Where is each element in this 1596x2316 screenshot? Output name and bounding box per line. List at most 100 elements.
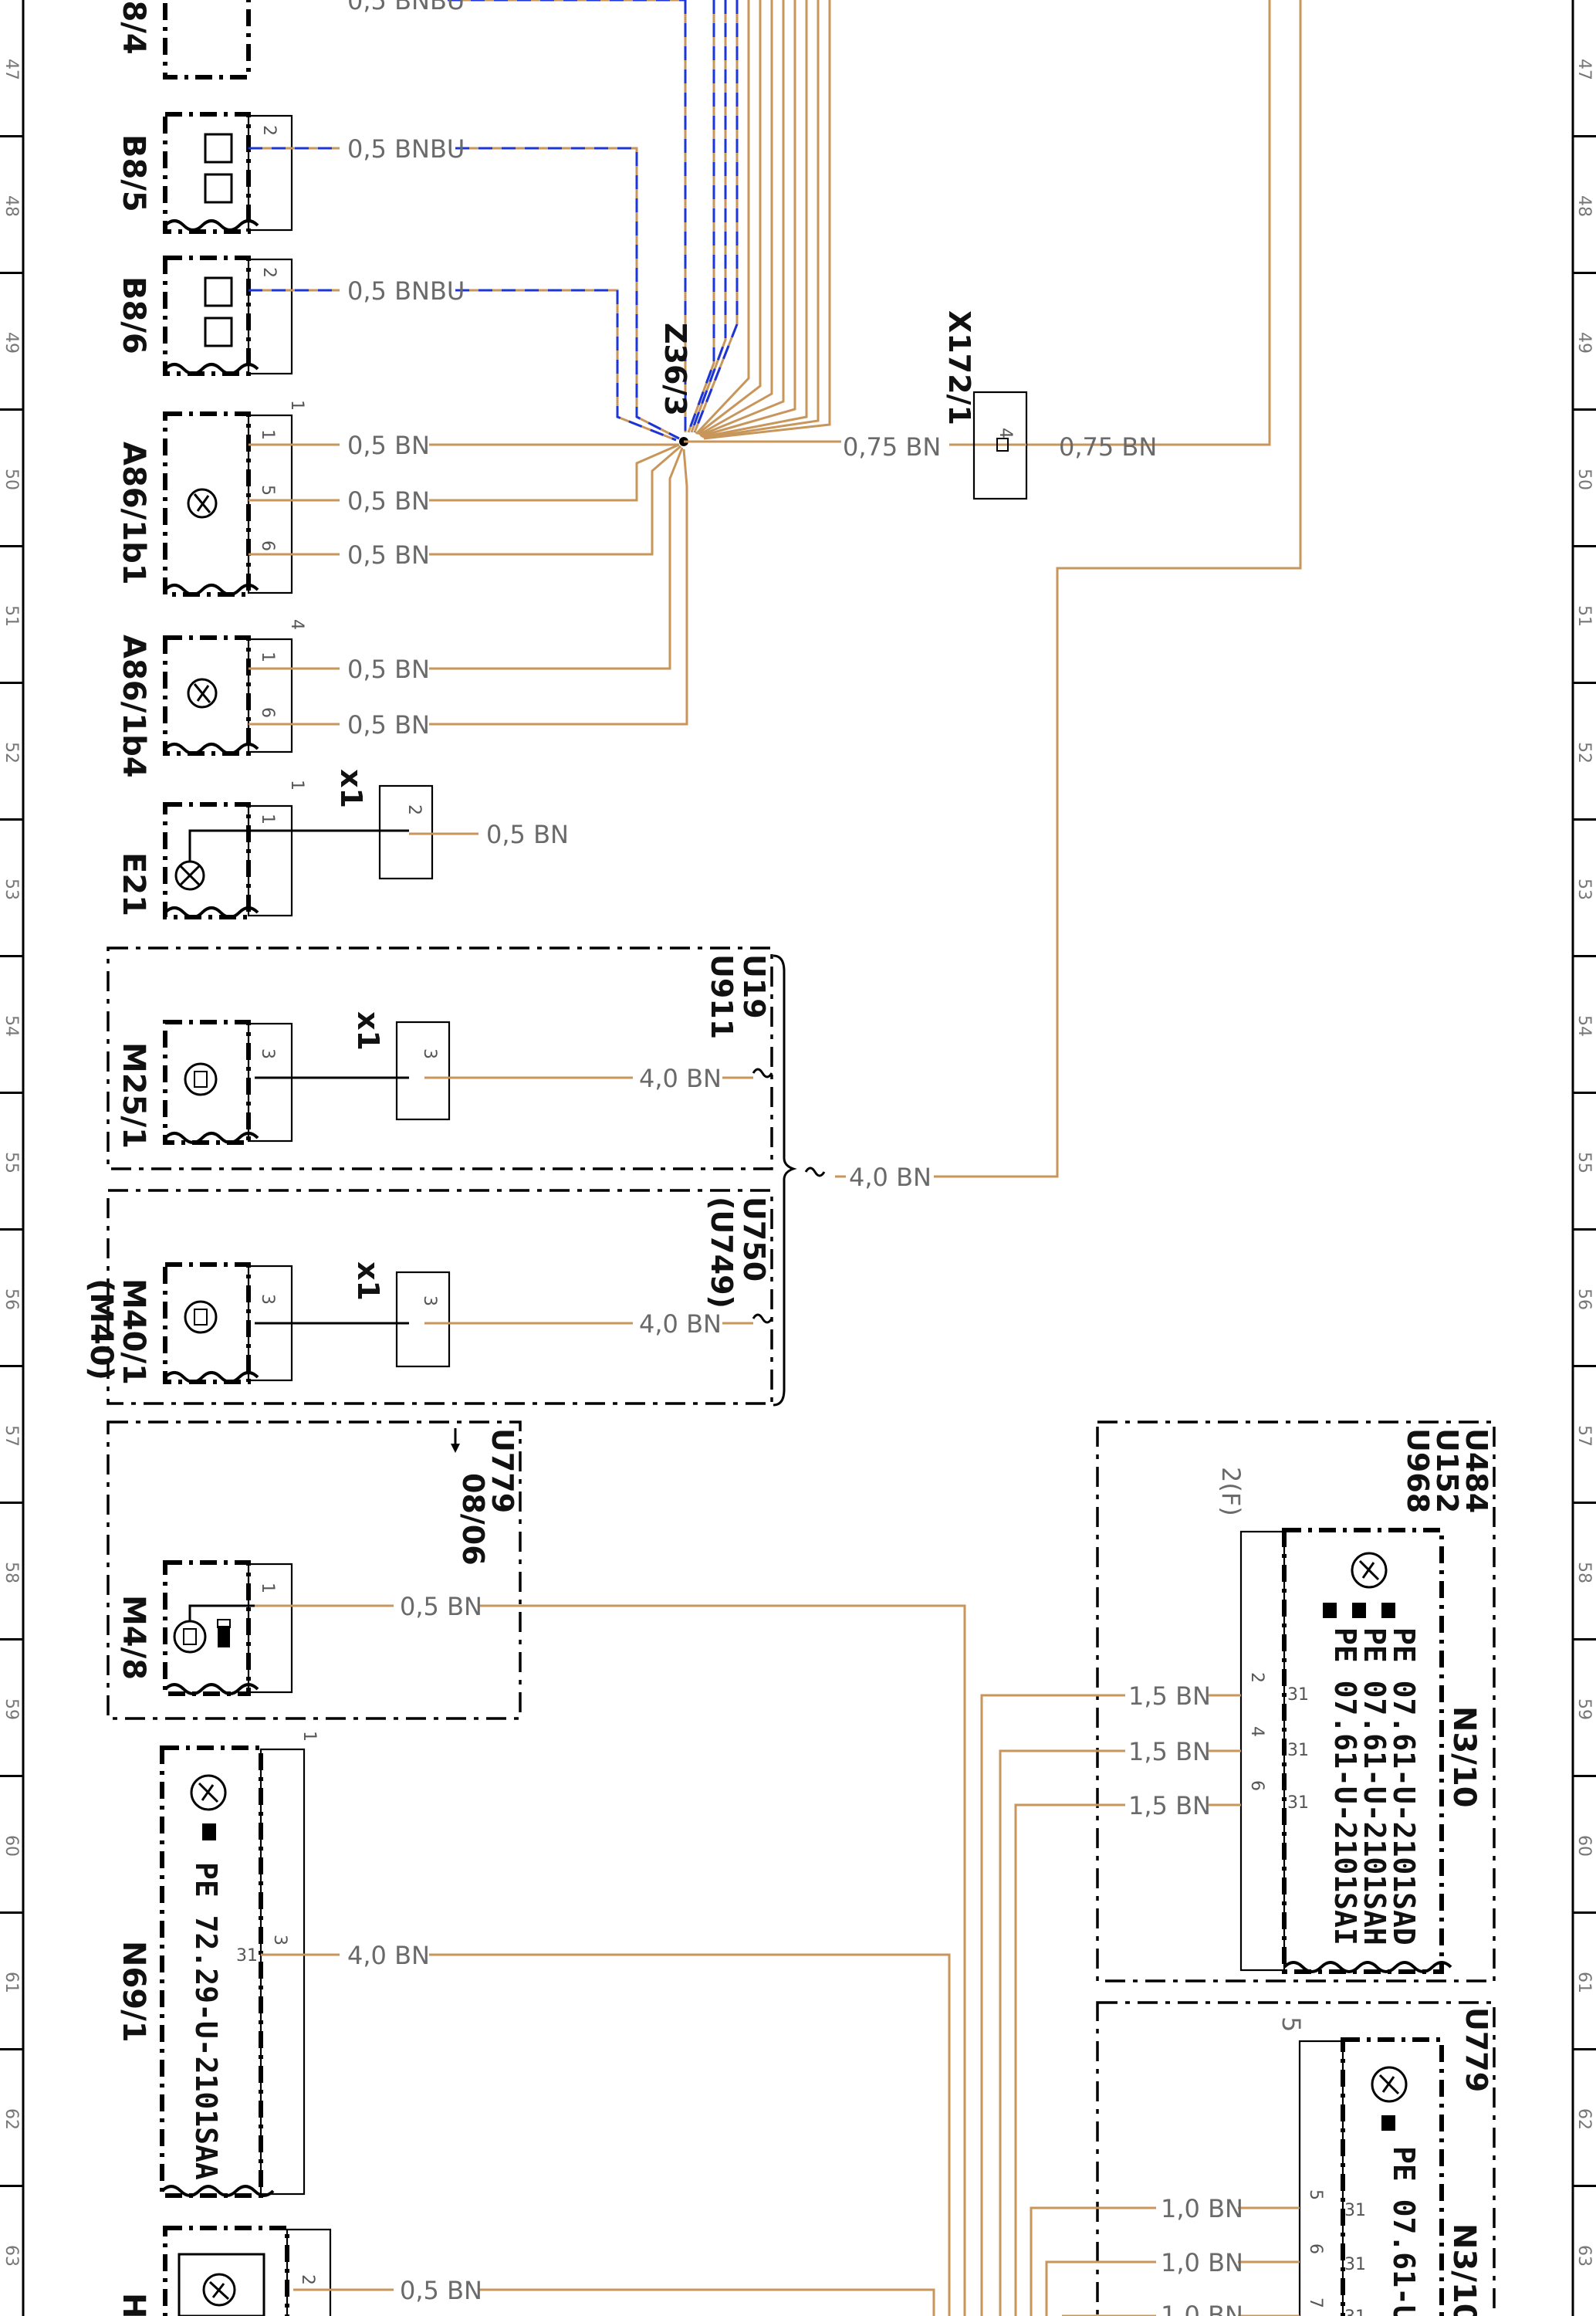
row-number: 63 <box>2 2245 21 2267</box>
x172-1-label: X172/1 <box>942 310 976 425</box>
group-u750: U750 (U749) <box>107 954 797 1407</box>
row-number: 48 <box>2 195 21 217</box>
group-u484-code-2: U152 <box>1430 1428 1464 1513</box>
a86-1b1-wire-3: 0,5 BN <box>347 540 430 570</box>
row-number: 57 <box>2 1425 21 1447</box>
n3-10-a-pin-4: 4 <box>1247 1726 1266 1737</box>
splice-out-wire-label: 0,75 BN <box>843 432 941 462</box>
row-number: 56 <box>1574 1288 1594 1310</box>
n3-10-b-pin-5: 5 <box>1306 2189 1325 2200</box>
group-u750-code-2: (U749) <box>705 1197 739 1309</box>
group-u779-code: U779 <box>485 1428 519 1513</box>
b8-6-pin: 2 <box>259 267 279 278</box>
b8-5-pin: 2 <box>259 125 279 136</box>
n69-1-wire-label: 4,0 BN <box>347 1941 430 1970</box>
h-pin: 2 <box>298 2274 317 2285</box>
trunk-wire <box>934 0 1302 1178</box>
merge-wire-label: 4,0 BN <box>849 1163 932 1192</box>
splice-bundle: 0,75 BN Z36/3 <box>429 0 1050 726</box>
splice-label: Z36/3 <box>658 323 692 416</box>
m40-1-label: M40/1 <box>116 1278 151 1385</box>
n3-10-b-pin-7: 7 <box>1306 2297 1325 2308</box>
a86-1b4-pin-6: 6 <box>258 707 277 718</box>
m40-1-label-alt: (M40) <box>83 1278 119 1380</box>
group-u750-code-1: U750 <box>737 1197 771 1282</box>
a86-1b1-label: A86/1b1 <box>116 442 151 585</box>
b8-5-component: 2 B8/5 0,5 BNBU <box>116 112 465 234</box>
a86-1b1-pin-5: 5 <box>258 485 277 496</box>
a86-1b1-component: 1 1 5 6 A86/1b1 0,5 BN 0,5 BN 0,5 BN <box>116 400 430 597</box>
row-number: 53 <box>2 879 21 900</box>
n69-1-component: 1 3 31 PE 72.29-U-2101SAA N69/1 4,0 BN <box>116 1731 951 2316</box>
n3-10-a-pin-2: 2 <box>1247 1672 1266 1683</box>
b8-6-component: 2 B8/6 0,5 BNBU <box>116 256 465 376</box>
group-u779-b: U779 <box>1096 2001 1496 2316</box>
h-label: H <box>116 2293 151 2316</box>
group-u484-code-3: U968 <box>1401 1428 1435 1513</box>
a86-1b1-pin-1: 1 <box>258 429 277 440</box>
b8-4-wire-label: 0,5 BNBU <box>347 0 465 15</box>
n69-1-part: PE 72.29-U-2101SAA <box>189 1862 223 2180</box>
n3-10-b-pin-6: 6 <box>1306 2243 1325 2254</box>
row-number: 63 <box>1574 2245 1594 2267</box>
b8-4-label: B8/4 <box>116 0 151 55</box>
n3-10-b-gnd-1: 31 <box>1344 2201 1366 2220</box>
row-number: 54 <box>1574 1015 1594 1037</box>
row-number: 48 <box>1574 195 1594 217</box>
m40-1-component: 3 M40/1 (M40) x1 3 4,0 BN <box>83 1261 773 1385</box>
n3-10-a-wire-3: 1,5 BN <box>1128 1791 1211 1820</box>
a86-1b1-ref: 1 <box>287 400 306 411</box>
m25-1-label: M25/1 <box>116 1042 151 1149</box>
row-number: 50 <box>2 469 21 490</box>
e21-ref: 1 <box>287 780 306 791</box>
row-number: 59 <box>2 1698 21 1720</box>
n3-10-b-part: PE 07.61-U <box>1387 2146 1421 2316</box>
n3-10-a-gnd-2: 31 <box>1287 1741 1309 1760</box>
m25-1-pin: 3 <box>258 1048 277 1059</box>
a86-1b4-wire-1: 0,5 BN <box>347 655 430 684</box>
n69-1-ref: 1 <box>299 1731 319 1742</box>
row-number: 50 <box>1574 469 1594 490</box>
merge-wire: 4,0 BN <box>804 1163 1057 1192</box>
row-number: 52 <box>1574 742 1594 764</box>
m4-8-label: M4/8 <box>116 1595 151 1680</box>
row-number: 55 <box>1574 1152 1594 1173</box>
b8-5-wire-label: 0,5 BNBU <box>347 134 465 164</box>
row-number: 55 <box>2 1152 21 1173</box>
n3-10-a-label: N3/10 <box>1446 1706 1482 1808</box>
m25-1-component: 3 M25/1 x1 3 4,0 BN <box>116 1011 773 1149</box>
a86-1b4-component: 4 1 6 A86/1b4 0,5 BN 0,5 BN <box>116 619 430 778</box>
m40-1-pin: 3 <box>258 1294 277 1305</box>
n3-10-a-gnd-1: 31 <box>1287 1685 1309 1705</box>
row-number: 51 <box>2 605 21 627</box>
m40-1-wire-label: 4,0 BN <box>639 1309 722 1339</box>
n3-10-b-wire-3: 1,0 BN <box>1161 2301 1243 2316</box>
x172-1-pin: 4 <box>996 428 1015 438</box>
row-number: 60 <box>2 1835 21 1857</box>
m40-1-connector-label: x1 <box>351 1261 385 1301</box>
n69-1-label: N69/1 <box>116 1941 151 2043</box>
row-number: 61 <box>1574 1972 1594 1993</box>
group-u779-b-code: U779 <box>1459 2007 1493 2092</box>
row-number: 51 <box>1574 605 1594 627</box>
a86-1b1-pin-6: 6 <box>258 540 277 551</box>
b8-6-wire-label: 0,5 BNBU <box>347 276 465 306</box>
n3-10-a-wire-2: 1,5 BN <box>1128 1737 1211 1766</box>
group-u19-code-2: U911 <box>705 954 739 1039</box>
row-number: 52 <box>2 742 21 764</box>
row-number: 56 <box>2 1288 21 1310</box>
row-number: 58 <box>1574 1562 1594 1583</box>
row-number: 62 <box>1574 2108 1594 2130</box>
n3-10-a-component: 2(F) PE 07.61-U-2101SAD PE 07.61-U-2101S… <box>980 1467 1482 2316</box>
m4-8-pin: 1 <box>258 1583 277 1593</box>
n3-10-a-part-1: PE 07.61-U-2101SAD <box>1387 1627 1421 1945</box>
m25-1-connector-pin: 3 <box>420 1048 439 1059</box>
e21-connector-pin: 2 <box>404 804 424 815</box>
e21-wire-label: 0,5 BN <box>486 820 569 849</box>
n3-10-a-part-2: PE 07.61-U-2101SAH <box>1358 1627 1391 1945</box>
b8-5-label: B8/5 <box>116 134 151 212</box>
e21-label: E21 <box>116 852 151 916</box>
group-u484: U484 U152 U968 <box>1096 1420 1496 1982</box>
n3-10-a-pin-6: 6 <box>1247 1780 1266 1791</box>
